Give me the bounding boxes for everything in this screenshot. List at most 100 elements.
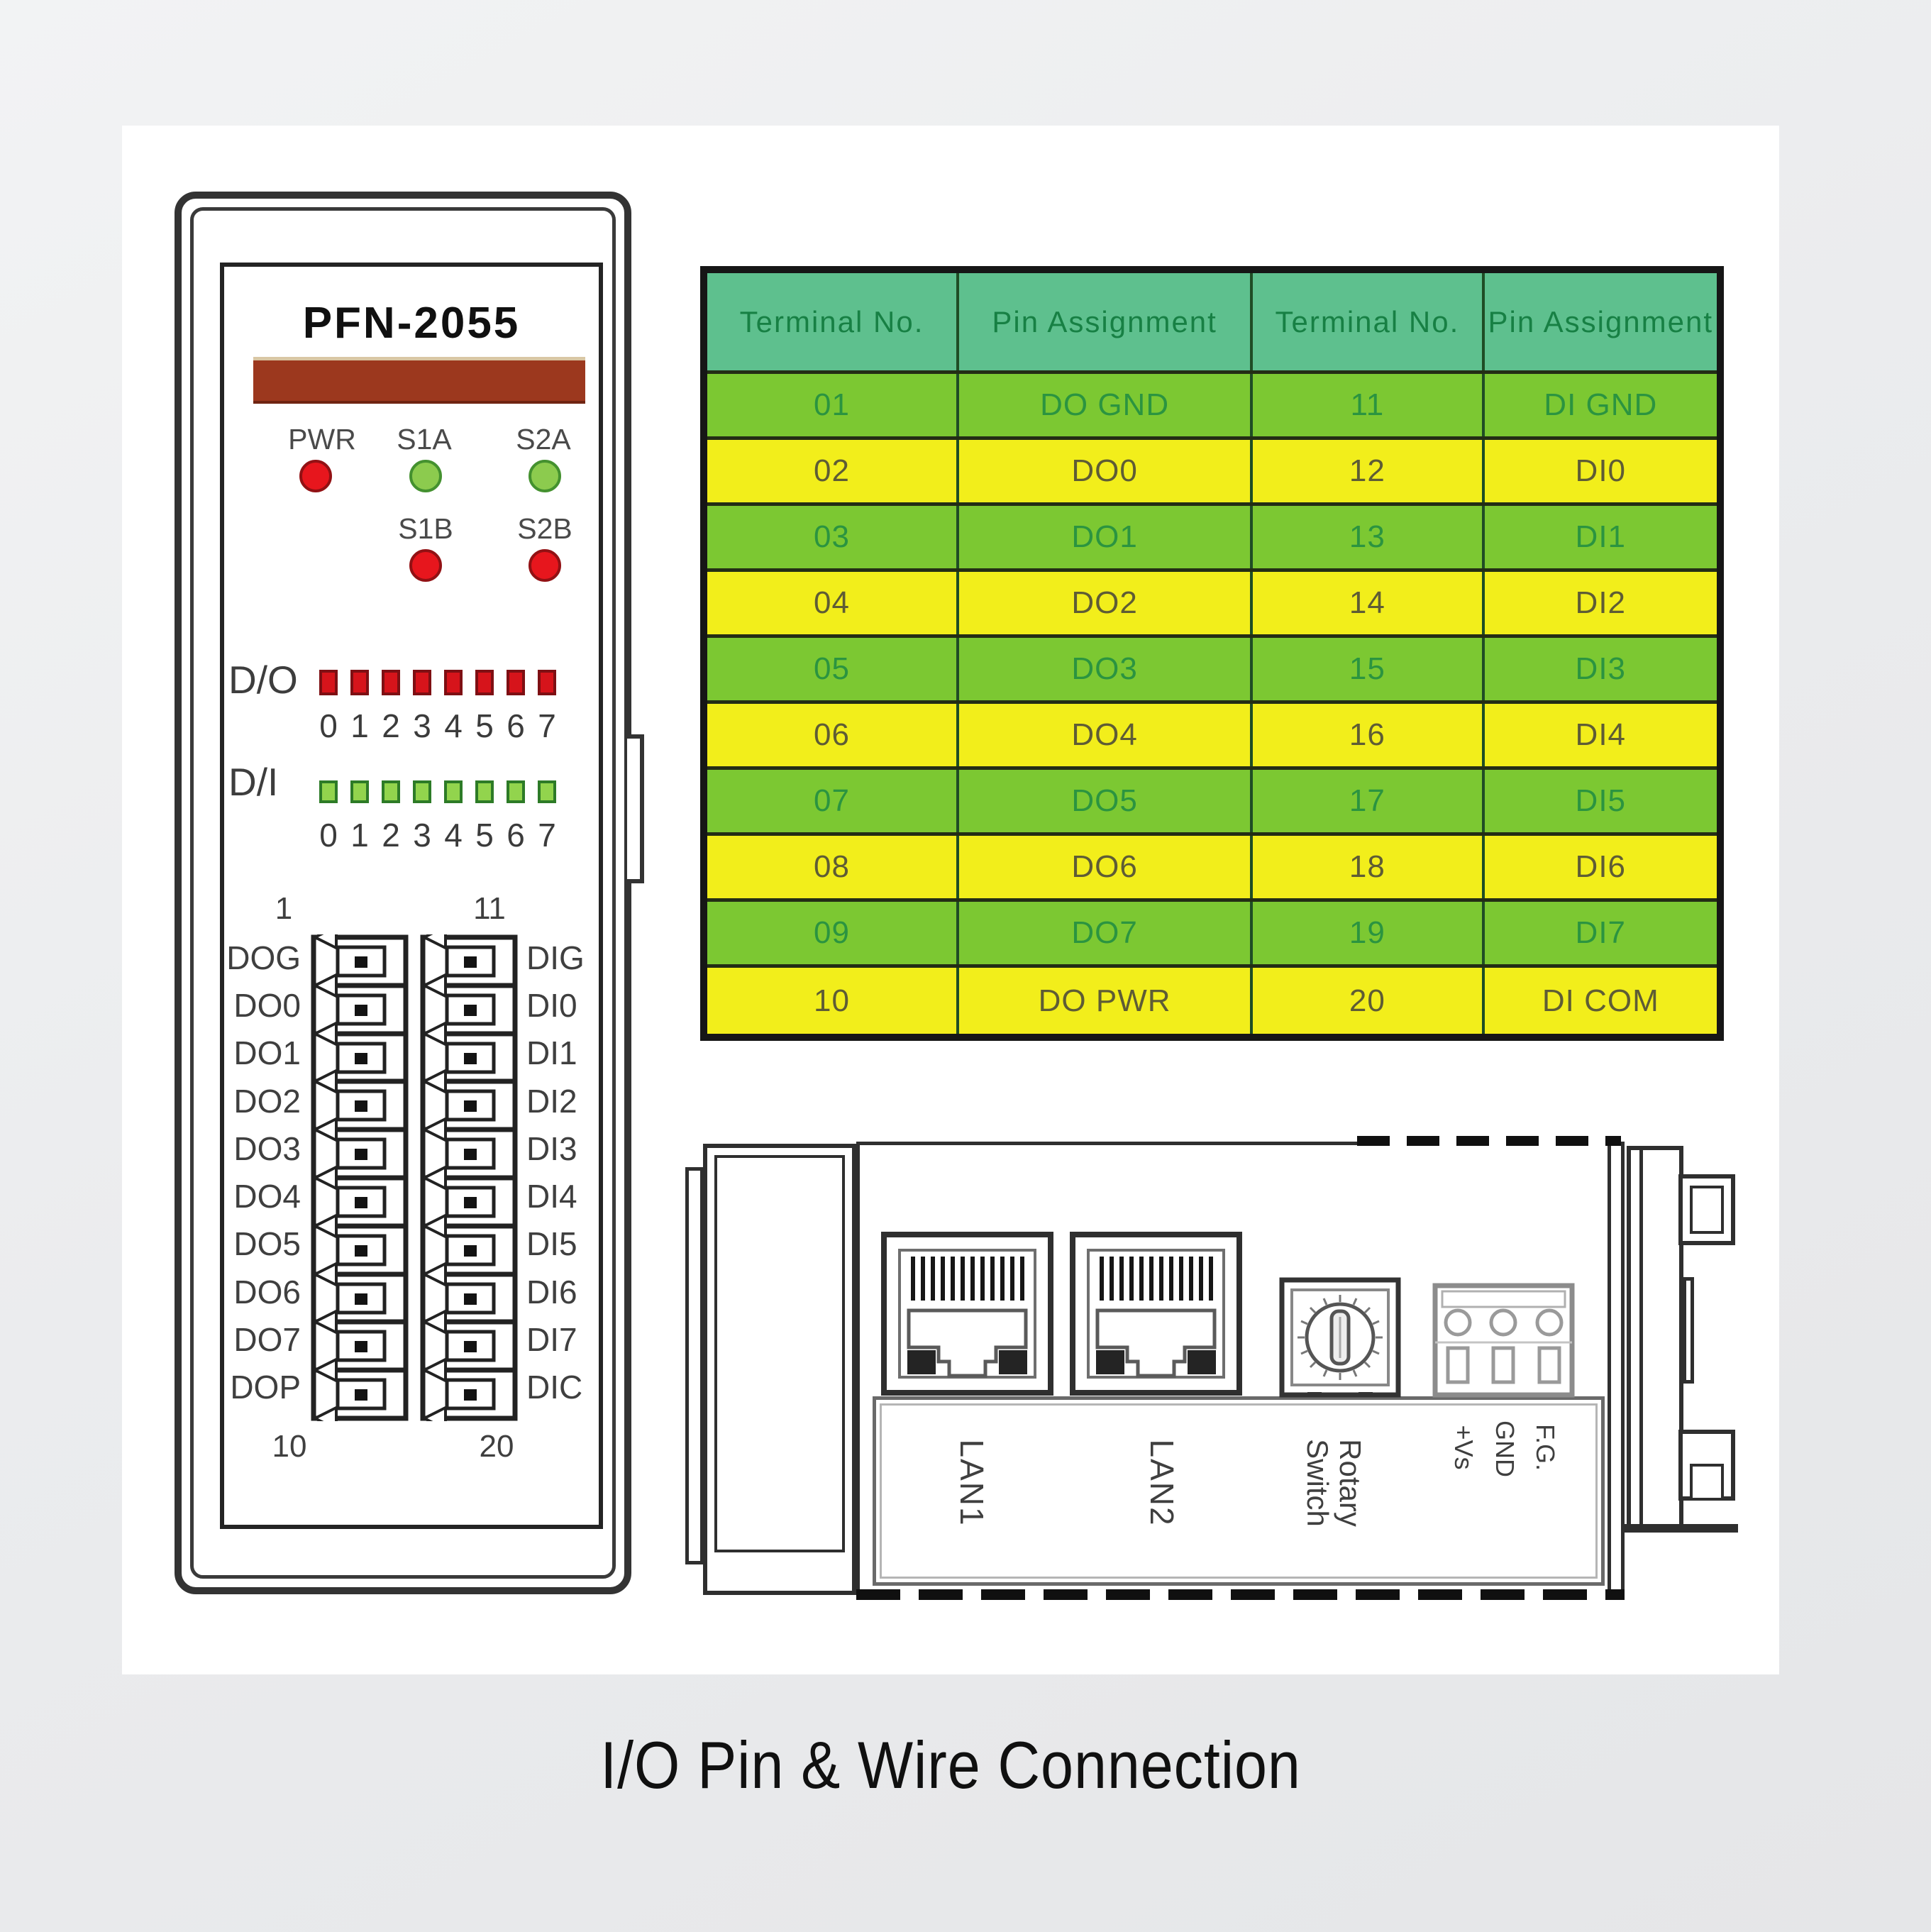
s1a-led-icon: [409, 460, 442, 492]
table-cell: 07: [707, 770, 959, 832]
led-label-pwr: PWR: [288, 423, 356, 456]
pin-assignment-table: Terminal No. Pin Assignment Terminal No.…: [700, 266, 1724, 1041]
do-led-icon: [475, 670, 494, 695]
s2a-led-icon: [529, 460, 561, 492]
pin-label-dig: DIG: [526, 939, 585, 976]
do-channel-number: 5: [475, 707, 494, 744]
bottom-view-end-flange-inner: [714, 1155, 845, 1552]
table-row: 06 DO4 16 DI4: [707, 704, 1717, 770]
di-led-icon: [350, 780, 369, 803]
lan2-label: LAN2: [1144, 1439, 1180, 1527]
table-header-row: Terminal No. Pin Assignment Terminal No.…: [707, 273, 1717, 374]
pwr-led-icon: [299, 460, 332, 492]
di-channel-number: 7: [538, 817, 556, 854]
rotary-switch-label-line1: Rotary: [1334, 1439, 1368, 1527]
di-channel-number: 2: [382, 817, 400, 854]
pin-label-do6: DO6: [233, 1274, 301, 1310]
rotary-switch-label-line2: Switch: [1301, 1439, 1334, 1527]
bottom-view-body-inner-line: [1608, 1142, 1611, 1600]
terminal-number-20: 20: [479, 1429, 514, 1464]
di-led-icon: [382, 780, 400, 803]
pin-label-di5: DI5: [526, 1225, 577, 1262]
bottom-view-label-strip: [873, 1396, 1605, 1586]
table-row: 01 DO GND 11 DI GND: [707, 374, 1717, 440]
table-cell: 16: [1253, 704, 1485, 766]
do-channel-number: 1: [350, 707, 369, 744]
table-cell: DI7: [1484, 902, 1717, 964]
led-label-s1a: S1A: [397, 423, 452, 456]
di-led-icon: [319, 780, 338, 803]
do-led-icon: [319, 670, 338, 695]
table-row: 03 DO1 13 DI1: [707, 506, 1717, 572]
di-channel-number: 5: [475, 817, 494, 854]
terminal-number-11: 11: [473, 891, 506, 926]
table-cell: DO4: [959, 704, 1254, 766]
pin-label-di3: DI3: [526, 1130, 577, 1167]
bottom-view-left-tab: [685, 1167, 704, 1564]
din-bracket-mid-bar: [1683, 1277, 1694, 1384]
pin-label-dic: DIC: [526, 1369, 583, 1406]
power-pin-label-fg: F.G.: [1531, 1423, 1560, 1472]
table-cell: DI0: [1484, 440, 1717, 502]
table-row: 08 DO6 18 DI6: [707, 836, 1717, 902]
table-cell: 12: [1253, 440, 1485, 502]
pin-label-di0: DI0: [526, 987, 577, 1024]
table-cell: DI1: [1484, 506, 1717, 568]
power-pin-label-vs: +Vs: [1449, 1425, 1478, 1470]
table-cell: DO7: [959, 902, 1254, 964]
bottom-view-top-dashed-edge: [1357, 1136, 1621, 1146]
pin-label-do7: DO7: [233, 1321, 301, 1358]
do-strip-label: D/O: [228, 658, 298, 702]
column-header-pin-assignment-1: Pin Assignment: [959, 273, 1254, 370]
do-led-icon: [538, 670, 556, 695]
module-side-tab: [627, 734, 644, 883]
pin-label-di7: DI7: [526, 1321, 577, 1358]
column-header-terminal-no-1: Terminal No.: [707, 273, 959, 370]
do-channel-number: 4: [444, 707, 463, 744]
column-header-terminal-no-2: Terminal No.: [1253, 273, 1485, 370]
table-cell: 19: [1253, 902, 1485, 964]
rotary-switch-icon: [1279, 1277, 1401, 1398]
di-led-icon: [444, 780, 463, 803]
do-channel-number: 6: [507, 707, 525, 744]
pin-label-di4: DI4: [526, 1178, 577, 1215]
table-cell: DI GND: [1484, 374, 1717, 436]
table-cell: 18: [1253, 836, 1485, 898]
table-cell: 20: [1253, 968, 1485, 1034]
table-cell: 03: [707, 506, 959, 568]
table-cell: DO1: [959, 506, 1254, 568]
lan1-label: LAN1: [953, 1439, 990, 1527]
led-label-s2a: S2A: [516, 423, 571, 456]
table-cell: DO6: [959, 836, 1254, 898]
table-cell: 17: [1253, 770, 1485, 832]
di-channel-number: 6: [507, 817, 525, 854]
led-label-s2b: S2B: [517, 512, 572, 545]
power-terminal-connector-icon: [1432, 1283, 1575, 1398]
pin-label-dop: DOP: [230, 1369, 301, 1406]
lan2-rj45-port-icon: [1069, 1231, 1243, 1396]
pin-label-do0: DO0: [233, 987, 301, 1024]
pin-label-do1: DO1: [233, 1034, 301, 1071]
terminal-block-icon: [311, 934, 518, 1421]
pin-label-dog: DOG: [226, 939, 301, 976]
table-cell: 04: [707, 572, 959, 634]
table-cell: DI2: [1484, 572, 1717, 634]
terminal-number-10: 10: [272, 1429, 307, 1464]
table-cell: 15: [1253, 638, 1485, 700]
table-row: 07 DO5 17 DI5: [707, 770, 1717, 836]
model-number: PFN-2055: [302, 299, 521, 348]
page-title: I/O Pin & Wire Connection: [600, 1728, 1301, 1802]
table-cell: DI6: [1484, 836, 1717, 898]
di-strip-label: D/I: [228, 760, 279, 804]
table-cell: 09: [707, 902, 959, 964]
table-row: 10 DO PWR 20 DI COM: [707, 968, 1717, 1034]
pin-label-do2: DO2: [233, 1083, 301, 1120]
do-led-icon: [507, 670, 525, 695]
do-led-icon: [444, 670, 463, 695]
din-clip-top-inner: [1690, 1186, 1724, 1234]
di-led-icon: [538, 780, 556, 803]
rotary-switch-label: Rotary Switch: [1301, 1439, 1368, 1527]
table-cell: 11: [1253, 374, 1485, 436]
di-channel-number: 4: [444, 817, 463, 854]
model-nameplate-bar: [253, 357, 585, 404]
